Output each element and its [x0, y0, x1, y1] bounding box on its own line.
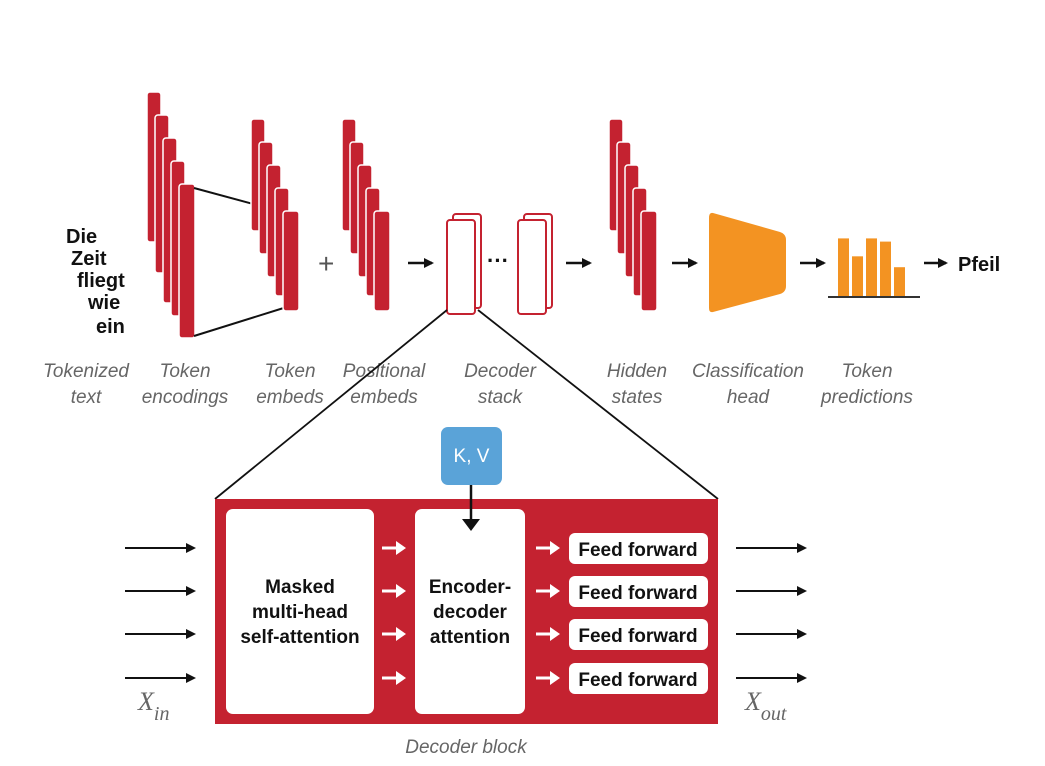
caption-tokenized-text-1: Tokenized: [43, 361, 130, 382]
prediction-bar: [852, 256, 863, 296]
encoder-decoder-attention-label-2: decoder: [433, 602, 508, 623]
caption-hidden-states-1: Hidden: [607, 361, 667, 382]
output-arrows: [736, 543, 807, 683]
encoder-decoder-attention-label-1: Encoder-: [429, 577, 511, 598]
x-out-label: Xout: [744, 687, 787, 725]
kv-box: [441, 427, 502, 485]
encoding-bar: [178, 183, 196, 339]
feed-forward-label: Feed forward: [578, 670, 697, 691]
inner-arrows-a: [382, 541, 406, 685]
caption-token-predictions-2: predictions: [820, 387, 913, 408]
zoom-line-right: [477, 309, 719, 500]
ellipsis: ···: [487, 248, 509, 273]
feed-forward-box: [569, 663, 708, 694]
feed-forward-box: [569, 619, 708, 650]
input-arrows: [125, 543, 196, 683]
masked-self-attention-label-3: self-attention: [240, 627, 359, 648]
caption-token-embeds-1: Token: [264, 361, 315, 382]
feed-forward-label: Feed forward: [578, 583, 697, 604]
feed-forward-box: [569, 576, 708, 607]
decoder-block: Masked multi-head self-attention Encoder…: [215, 499, 718, 724]
x-in-base: X: [137, 687, 155, 716]
caption-decoder-stack-2: stack: [478, 387, 524, 408]
feed-forward-box: [569, 533, 708, 564]
decoder-layer-last: [517, 213, 553, 315]
caption-token-embeds-2: embeds: [256, 387, 324, 408]
decoder-block-caption: Decoder block: [405, 737, 528, 758]
positional-embeds-stack: [341, 118, 391, 312]
caption-positional-embeds-1: Positional: [343, 361, 426, 382]
embed-bar: [282, 210, 300, 312]
classification-head-shape: [709, 212, 786, 313]
positional-bar: [373, 210, 391, 312]
caption-hidden-states-2: states: [612, 387, 663, 408]
encoder-decoder-attention-label-3: attention: [430, 627, 510, 648]
caption-token-encodings-2: encodings: [142, 387, 229, 408]
caption-positional-embeds-2: embeds: [350, 387, 418, 408]
prediction-bar: [838, 238, 849, 296]
input-token: wie: [87, 292, 120, 314]
masked-self-attention-box: [226, 509, 374, 714]
input-token: Die: [66, 226, 97, 248]
masked-self-attention-label-1: Masked: [265, 577, 335, 598]
masked-self-attention-label-2: multi-head: [252, 602, 348, 623]
plus-sign: +: [318, 248, 334, 279]
decoder-layer-first: [446, 213, 482, 315]
input-token: ein: [96, 316, 125, 338]
feed-forward-label: Feed forward: [578, 626, 697, 647]
token-predictions-chart: [838, 238, 905, 296]
caption-token-encodings-1: Token: [159, 361, 210, 382]
caption-classification-head-1: Classification: [692, 361, 804, 382]
input-token: fliegt: [77, 270, 125, 292]
prediction-bar: [866, 238, 877, 296]
x-in-label: Xin: [137, 687, 169, 725]
x-out-base: X: [744, 687, 762, 716]
x-out-subscript: out: [761, 703, 787, 725]
hidden-states-stack: [608, 118, 658, 312]
stage-captions: Tokenized text Token encodings Token emb…: [43, 361, 913, 408]
inner-arrows-b: [536, 541, 560, 685]
prediction-bar: [894, 267, 905, 296]
feed-forward-label: Feed forward: [578, 540, 697, 561]
tokenized-text-words: Die Zeit fliegt wie ein: [66, 226, 125, 338]
encoder-decoder-attention-box: [415, 509, 525, 714]
kv-arrowhead: [462, 519, 480, 531]
token-encodings-stack: [146, 91, 196, 339]
caption-classification-head-2: head: [727, 387, 771, 408]
output-token: Pfeil: [958, 254, 1000, 276]
caption-decoder-stack-1: Decoder: [464, 361, 536, 382]
token-embeds-stack: [250, 118, 300, 312]
x-in-subscript: in: [154, 703, 170, 725]
zoom-line-left: [214, 309, 448, 500]
decoder-stack: ···: [446, 213, 553, 315]
input-token: Zeit: [71, 248, 107, 270]
kv-label: K, V: [454, 446, 490, 467]
caption-token-predictions-1: Token: [841, 361, 892, 382]
prediction-bar: [880, 241, 891, 296]
caption-tokenized-text-2: text: [71, 387, 102, 408]
hidden-bar: [640, 210, 658, 312]
projection-line-bottom: [193, 305, 291, 337]
